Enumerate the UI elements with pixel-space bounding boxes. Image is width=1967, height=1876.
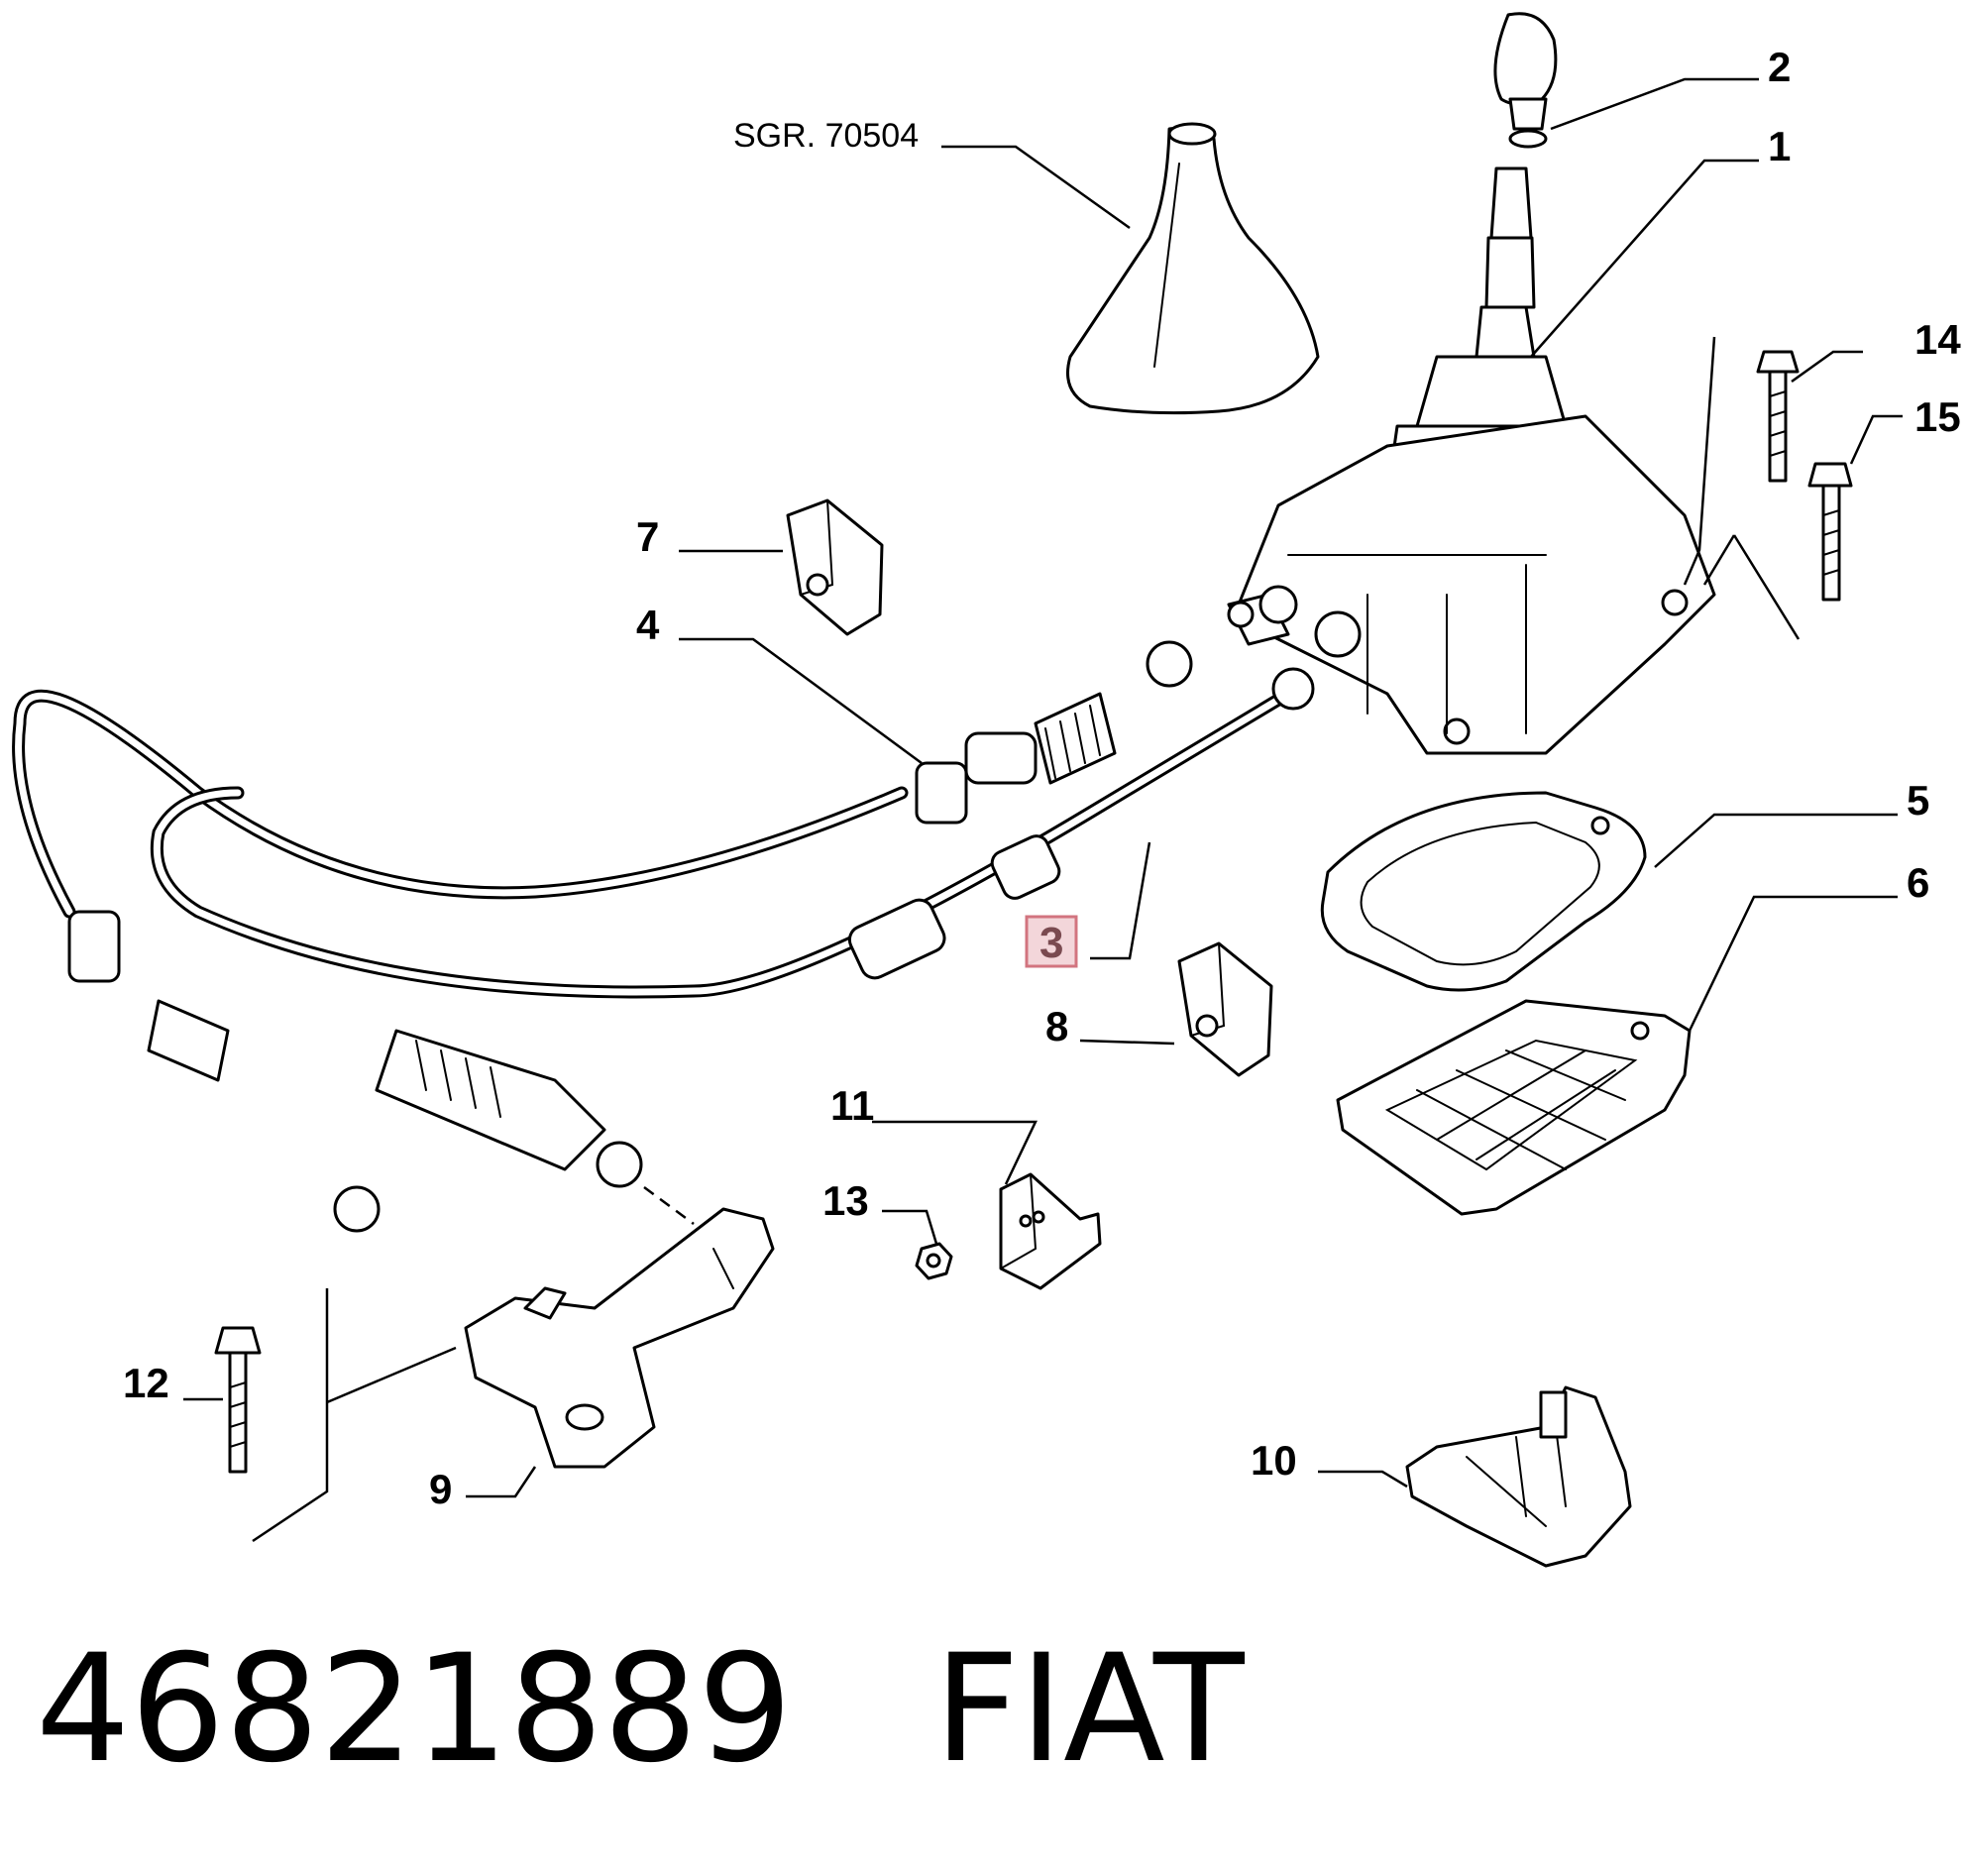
gasket <box>1320 791 1647 992</box>
cable-4 <box>12 640 1193 1233</box>
part-label-12: 12 <box>123 1360 169 1406</box>
clip-8 <box>1177 941 1273 1077</box>
part-label-3: 3 <box>1039 919 1063 967</box>
part-label-13: 13 <box>822 1177 869 1224</box>
screw-15 <box>1807 462 1853 602</box>
part-label-4: 4 <box>636 602 660 648</box>
part-label-11: 11 <box>830 1082 874 1129</box>
base-plate <box>1336 999 1692 1216</box>
nut-13 <box>915 1242 953 1280</box>
highlight-part-3: 3 <box>1025 915 1078 968</box>
bolt-12 <box>214 1326 262 1474</box>
part-label-2: 2 <box>1768 44 1791 90</box>
part-10 <box>1405 1385 1632 1568</box>
part-label-9: 9 <box>429 1466 452 1512</box>
clip-7 <box>786 498 884 636</box>
part-label-8: 8 <box>1045 1003 1068 1049</box>
part-label-1: 1 <box>1768 123 1791 169</box>
cable-3 <box>150 667 1315 1188</box>
part-label-10: 10 <box>1251 1437 1297 1484</box>
part-label-6: 6 <box>1907 859 1929 906</box>
part-label-7: 7 <box>636 513 659 560</box>
part-number-caption: 46821889 FIAT <box>36 1623 1245 1796</box>
bracket-9 <box>464 1207 775 1469</box>
gear-boot <box>1066 122 1320 415</box>
gear-knob <box>1493 12 1558 149</box>
screw-14 <box>1756 350 1800 483</box>
leader-lines <box>183 77 1903 1543</box>
part-label-15: 15 <box>1914 393 1961 440</box>
bracket-11 <box>999 1172 1102 1290</box>
reference-label: SGR. 70504 <box>733 117 919 155</box>
part-label-5: 5 <box>1907 777 1929 824</box>
part-label-14: 14 <box>1914 316 1961 363</box>
shifter-assembly <box>1227 166 1716 755</box>
